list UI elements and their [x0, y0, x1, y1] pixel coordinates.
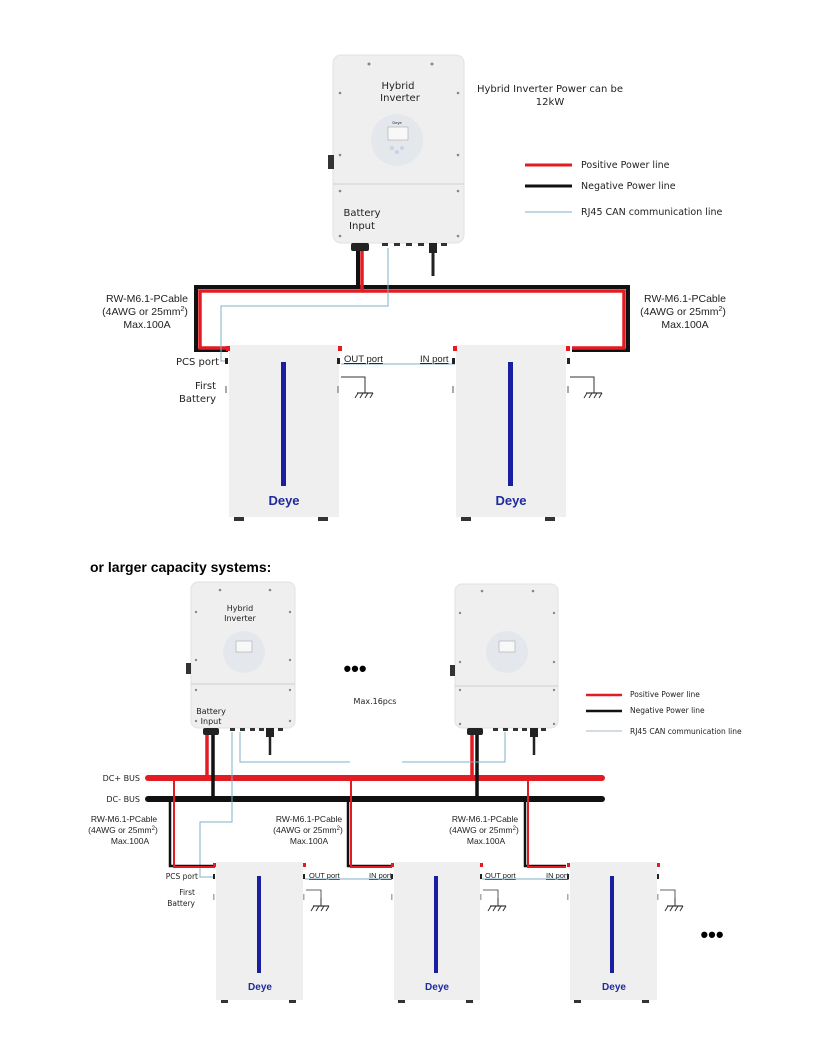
svg-text:Max.100A: Max.100A [467, 836, 506, 846]
battery-stripe [610, 876, 614, 973]
bottom-battery-2: Deye [391, 862, 483, 1003]
ground-icon [354, 384, 374, 399]
ground-icon [664, 897, 684, 912]
svg-text:(4AWG or 25mm2): (4AWG or 25mm2) [273, 825, 343, 835]
battery-input-line1: Battery [343, 208, 380, 219]
battery-stripe [434, 876, 438, 973]
svg-text:(4AWG or 25mm2): (4AWG or 25mm2) [449, 825, 519, 835]
battery-input-line2: Input [349, 221, 375, 232]
top-battery-1: Deye [225, 345, 342, 521]
svg-text:Deye: Deye [392, 120, 402, 125]
inverter-ellipsis: ••• [343, 656, 366, 681]
bottom-hybrid-inverter-2 [450, 583, 559, 755]
battery-brand-logo: Deye [248, 982, 272, 993]
cable-label-left: RW-M6.1-PCable (4AWG or 25mm2) Max.100A [102, 293, 188, 331]
bottom-battery-3: Deye [567, 862, 660, 1003]
ground-icon [487, 897, 507, 912]
power-note-line1: Hybrid Inverter Power can be [477, 84, 623, 95]
svg-text:Max.100A: Max.100A [661, 319, 708, 331]
legend-comm-label: RJ45 CAN communication line [630, 727, 742, 736]
svg-text:RW-M6.1-PCable: RW-M6.1-PCable [106, 293, 188, 305]
bottom-cable-label-2: RW-M6.1-PCable (4AWG or 25mm2) Max.100A [273, 814, 343, 846]
bottom-battery-1: Deye [213, 862, 306, 1003]
legend-comm-label: RJ45 CAN communication line [581, 207, 723, 218]
max-pcs-note: Max.16pcs [354, 697, 397, 706]
battery-stripe [508, 362, 513, 486]
top-hybrid-inverter: Deye Hybrid Inverter Battery Input [328, 54, 465, 276]
legend-positive-label: Positive Power line [630, 690, 700, 699]
svg-text:(4AWG or 25mm2): (4AWG or 25mm2) [88, 825, 158, 835]
inverter-title-line2: Inverter [380, 93, 421, 104]
svg-text:Max.100A: Max.100A [111, 836, 150, 846]
bottom-cable-label-1: RW-M6.1-PCable (4AWG or 25mm2) Max.100A [88, 814, 158, 846]
battery-input-line2: Input [201, 717, 222, 726]
svg-text:RW-M6.1-PCable: RW-M6.1-PCable [452, 814, 519, 824]
in-port-label: IN port [546, 871, 569, 880]
svg-text:RW-M6.1-PCable: RW-M6.1-PCable [276, 814, 343, 824]
battery-brand-logo: Deye [495, 493, 526, 508]
top-legend: Positive Power line Negative Power line … [525, 160, 723, 218]
svg-text:(4AWG or 25mm2): (4AWG or 25mm2) [102, 306, 188, 318]
svg-text:Max.100A: Max.100A [290, 836, 329, 846]
first-battery-line1: First [179, 888, 195, 897]
bottom-hybrid-inverter-1: Hybrid Inverter Battery Input [186, 581, 296, 755]
dc-minus-label: DC- BUS [106, 795, 140, 804]
more-batteries-ellipsis: ••• [700, 922, 723, 947]
out-port-label: OUT port [485, 871, 517, 880]
top-power-cables [194, 250, 630, 352]
battery-brand-logo: Deye [425, 982, 449, 993]
bottom-legend: Positive Power line Negative Power line … [586, 690, 742, 736]
first-battery-line2: Battery [167, 899, 195, 908]
inverter-title-line1: Hybrid [381, 81, 414, 92]
svg-text:RW-M6.1-PCable: RW-M6.1-PCable [644, 293, 726, 305]
dc-plus-label: DC+ BUS [103, 774, 140, 783]
section-title: or larger capacity systems: [90, 559, 271, 575]
inverter-title-line1: Hybrid [227, 604, 253, 613]
first-battery-line2: Battery [179, 394, 216, 405]
pcs-port-label: PCS port [176, 357, 219, 368]
inverter-title-line2: Inverter [224, 614, 256, 623]
in-port-label: IN port [369, 871, 392, 880]
pcs-port-label: PCS port [166, 872, 198, 881]
battery-input-line1: Battery [196, 707, 226, 716]
battery-brand-logo: Deye [602, 982, 626, 993]
svg-text:(4AWG or 25mm2): (4AWG or 25mm2) [640, 306, 726, 318]
battery-stripe [257, 876, 261, 973]
svg-text:RW-M6.1-PCable: RW-M6.1-PCable [91, 814, 158, 824]
power-note-line2: 12kW [536, 97, 565, 108]
ground-icon [310, 897, 330, 912]
first-battery-line1: First [195, 381, 216, 392]
top-battery-2: Deye [452, 345, 570, 521]
battery-stripe [281, 362, 286, 486]
bottom-comm-cables [199, 732, 566, 880]
cable-label-right: RW-M6.1-PCable (4AWG or 25mm2) Max.100A [640, 293, 726, 331]
ground-icon [583, 384, 603, 399]
legend-negative-label: Negative Power line [630, 706, 705, 715]
top-comm-cables [220, 248, 455, 365]
legend-negative-label: Negative Power line [581, 181, 676, 192]
out-port-label: OUT port [309, 871, 341, 880]
out-port-label: OUT port [344, 354, 383, 365]
battery-brand-logo: Deye [268, 493, 299, 508]
in-port-label: IN port [420, 354, 449, 365]
legend-positive-label: Positive Power line [581, 160, 670, 171]
svg-text:Max.100A: Max.100A [123, 319, 170, 331]
bottom-cable-label-3: RW-M6.1-PCable (4AWG or 25mm2) Max.100A [449, 814, 519, 846]
